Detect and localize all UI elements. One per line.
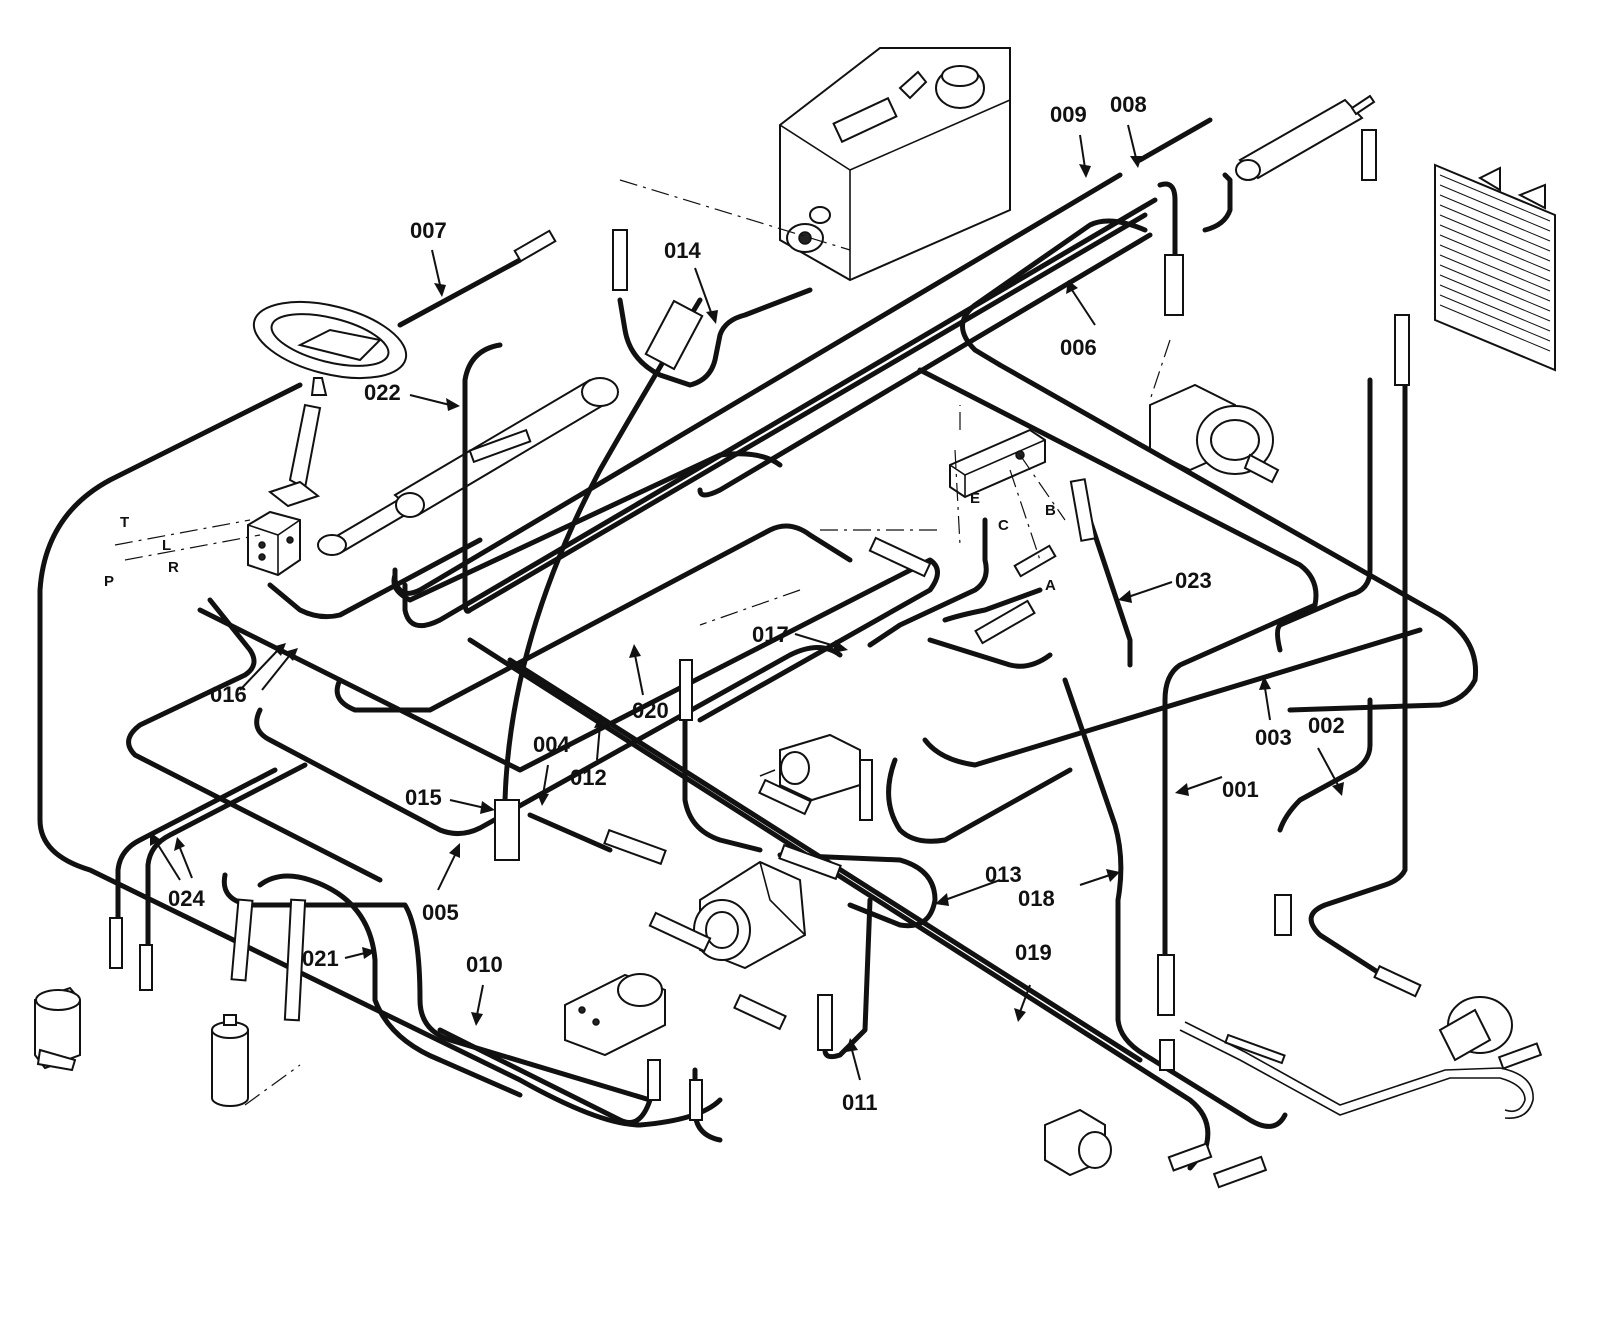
steering-wheel [252,300,408,508]
callout-016: 016 [210,682,247,707]
hose-006 [960,218,1148,368]
callout-003: 003 [1255,725,1292,750]
main-pump [693,860,807,970]
callout-013: 013 [985,862,1022,887]
hose-007 [397,257,523,328]
callout-005: 005 [422,900,459,925]
hose-016 [37,382,723,1128]
callout-leaders [150,124,1344,1081]
callout-012: 012 [570,765,607,790]
hose-012 [334,523,853,713]
control-valve [949,428,1046,499]
callout-015: 015 [405,785,442,810]
hose-fittings [109,129,1543,1189]
hydraulic-tank [779,47,1011,282]
hose-011 [822,897,873,1060]
port-label-B: B [1045,502,1056,519]
hose-003 [997,362,1479,713]
wheel-motor-left [34,986,81,1072]
callout-010: 010 [466,952,503,977]
hose-015 [502,297,703,803]
callout-024: 024 [168,886,205,911]
callout-022: 022 [364,380,401,405]
callout-020: 020 [632,698,669,723]
callout-017: 017 [752,622,789,647]
port-label-T: T [120,514,129,531]
hose-019 [467,637,1211,1171]
callout-006: 006 [1060,335,1097,360]
wheel-motor-bottom-right [1438,996,1513,1062]
port-label-A: A [1045,577,1056,594]
wheel-motor-bottom [1044,1108,1112,1177]
hose-014 [617,287,813,388]
callout-009: 009 [1050,102,1087,127]
callout-007: 007 [410,218,447,243]
hose-017 [867,517,989,648]
dashed-connection-lines [114,179,1171,1106]
steering-valve [247,510,301,577]
callout-014: 014 [664,238,701,263]
callout-002: 002 [1308,713,1345,738]
hose-bundle-a [392,172,1123,596]
port-label-E: E [970,490,980,507]
hose-005 [221,872,653,1103]
oil-cooler [1434,163,1556,372]
hose-020 [254,645,843,836]
hose-018 [1062,677,1288,1129]
lift-cylinder [1235,94,1376,181]
callout-008: 008 [1110,92,1147,117]
callout-004: 004 [533,732,570,757]
callout-019: 019 [1015,940,1052,965]
gear-pump [564,973,666,1057]
callout-018: 018 [1018,886,1055,911]
callout-labels: 007 009 008 014 006 022 016 017 023 020 … [168,92,1345,1115]
auxiliary-pump [759,733,861,802]
wheel-motor-right [1149,383,1280,484]
hydraulic-filter [211,1014,249,1107]
hose-004 [527,812,613,853]
callout-021: 021 [302,946,339,971]
hose-002 [1308,322,1408,983]
port-label-L: L [162,537,171,554]
oil-cooler-fins [1439,174,1551,352]
hose-024 [115,767,278,923]
rigid-tubes [1179,1021,1534,1119]
hose-008 [1137,117,1213,163]
hoses [37,117,1479,1171]
callout-001: 001 [1222,777,1259,802]
port-label-P: P [104,573,114,590]
callout-023: 023 [1175,568,1212,593]
hose-022 [462,342,503,443]
hose-013 [777,852,938,929]
port-label-R: R [168,559,179,576]
port-label-C: C [998,517,1009,534]
hose-021 [257,873,523,1098]
port-labels: T L P R E B C A [104,490,1056,594]
callout-011: 011 [842,1090,878,1115]
